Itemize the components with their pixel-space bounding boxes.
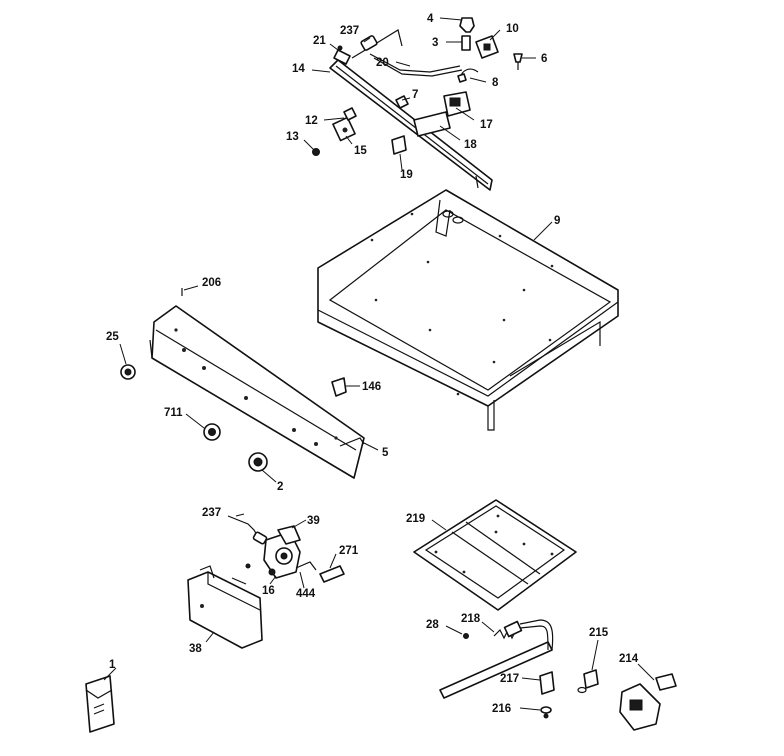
knob-2 [248, 452, 268, 472]
callout-219: 219 [406, 513, 425, 525]
broil-burner-tube [439, 619, 554, 699]
bracket-39 [277, 525, 301, 545]
owners-manual-1 [85, 675, 115, 733]
callout-9: 9 [554, 215, 560, 227]
callout-39: 39 [307, 515, 320, 527]
fitting-237-top [360, 35, 378, 51]
callout-215: 215 [589, 627, 609, 639]
callout-1: 1 [109, 659, 116, 671]
igniter-17 [443, 91, 471, 117]
callout-6: 6 [541, 53, 547, 65]
manifold-pipe-14 [329, 59, 493, 191]
clip-146 [331, 377, 347, 397]
callout-18: 18 [464, 139, 477, 151]
callout-20: 20 [376, 57, 389, 69]
clip-19 [391, 135, 407, 155]
screw-6 [513, 53, 523, 70]
leader-lines [103, 17, 655, 711]
bracket-10 [475, 35, 499, 59]
callout-28: 28 [426, 619, 439, 631]
knob-711 [203, 423, 221, 441]
callout-3: 3 [432, 37, 438, 49]
pin-271 [319, 565, 345, 583]
burner-box-9 [317, 189, 619, 431]
bracket-217 [539, 671, 555, 695]
callout-7: 7 [412, 89, 418, 101]
callout-13: 13 [286, 131, 299, 143]
igniter-214 [619, 673, 677, 731]
callout-17: 17 [480, 119, 493, 131]
orifice-hood-4 [459, 17, 475, 33]
callout-711: 711 [164, 407, 183, 419]
callout-216: 216 [492, 703, 511, 715]
callout-444: 444 [296, 588, 316, 600]
thermostat-12 [343, 107, 357, 121]
callout-10: 10 [506, 23, 519, 35]
manifold-panel-5 [149, 305, 365, 479]
screw-valve [245, 563, 251, 569]
callout-16: 16 [262, 585, 275, 597]
manifold-valve-15 [332, 116, 356, 142]
callout-12: 12 [305, 115, 318, 127]
clip-215 [577, 669, 599, 694]
callout-21: 21 [313, 35, 326, 47]
tube-444 [295, 561, 317, 571]
burner-tube-20 [351, 29, 463, 77]
callout-8: 8 [492, 77, 499, 89]
callout-146: 146 [362, 381, 381, 393]
callout-271: 271 [339, 545, 359, 557]
callout-15: 15 [354, 145, 367, 157]
callout-237-top: 237 [340, 25, 359, 37]
broiler-pan-219 [413, 499, 577, 611]
bracket-18 [413, 111, 451, 137]
callout-206: 206 [202, 277, 221, 289]
callout-4: 4 [427, 13, 434, 25]
callout-14: 14 [292, 63, 305, 75]
fitting-237-lower [227, 515, 268, 545]
callout-217: 217 [500, 673, 519, 685]
callout-19: 19 [400, 169, 413, 181]
callout-38: 38 [189, 643, 202, 655]
valve-fitting-21 [333, 45, 351, 65]
screw-28 [463, 633, 469, 639]
callout-2: 2 [277, 481, 283, 493]
callout-25: 25 [106, 331, 119, 343]
knob-13 [312, 148, 320, 156]
callout-214: 214 [619, 653, 639, 665]
callout-5: 5 [382, 447, 389, 459]
washer-216 [540, 706, 552, 719]
cover-38 [187, 565, 263, 649]
spark-wire-8 [457, 68, 479, 83]
spring-218 [493, 620, 523, 640]
callout-237-lower: 237 [202, 507, 221, 519]
orifice-3 [461, 35, 471, 51]
knob-25 [120, 364, 136, 380]
callout-218: 218 [461, 613, 481, 625]
callout-labels: 4 3 10 6 8 7 17 18 19 20 237 21 14 12 13… [106, 13, 639, 715]
